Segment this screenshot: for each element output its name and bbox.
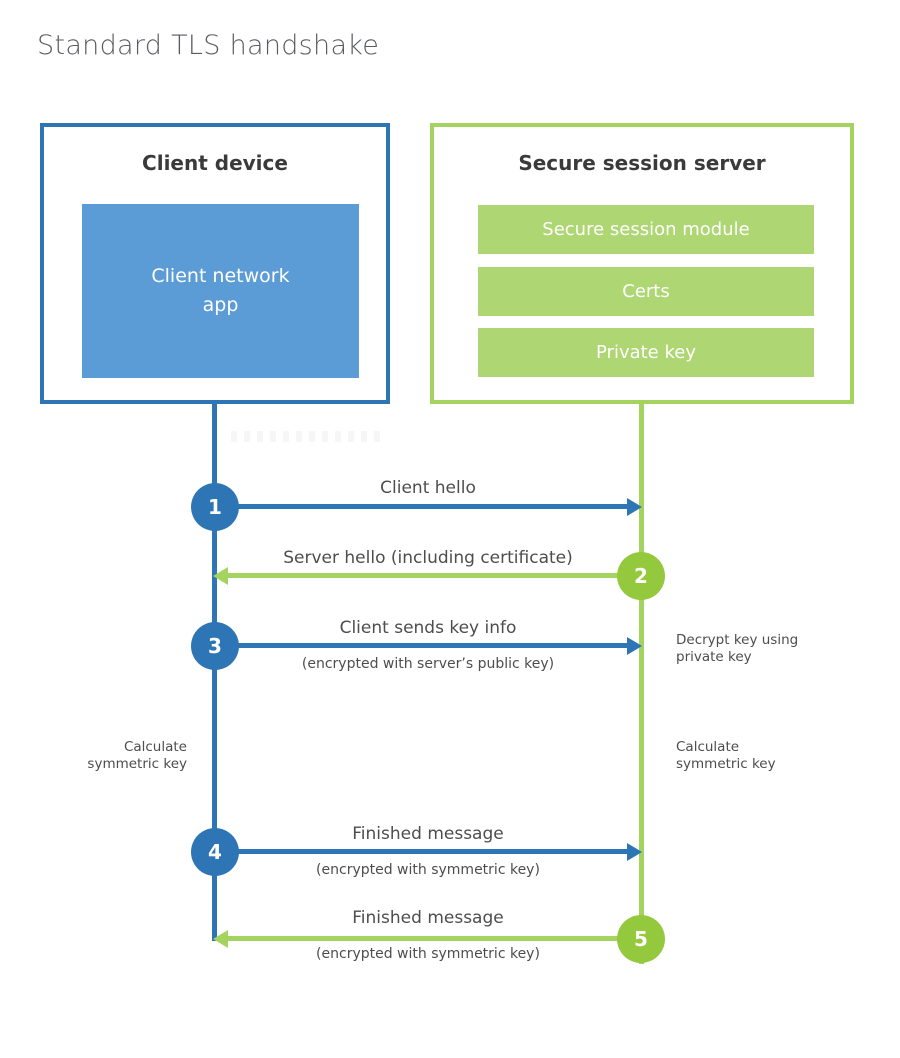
secure-session-server-box: Secure session server Secure session mod… bbox=[430, 123, 854, 404]
step-1-label: Client hello bbox=[380, 478, 476, 498]
server-lifeline bbox=[639, 403, 644, 964]
step-5-number: 5 bbox=[634, 927, 648, 951]
step-4-sublabel: (encrypted with symmetric key) bbox=[316, 862, 540, 878]
step-3-arrowhead-icon bbox=[627, 637, 642, 655]
faint-artifact bbox=[231, 431, 383, 442]
step-1-number: 1 bbox=[208, 495, 222, 519]
server-module-secure-session: Secure session module bbox=[478, 205, 814, 254]
client-device-title: Client device bbox=[142, 151, 288, 175]
note-calculate-symmetric-key-server: Calculate symmetric key bbox=[676, 739, 776, 772]
step-1-arrowhead-icon bbox=[627, 498, 642, 516]
step-4-arrow-shaft bbox=[215, 849, 629, 854]
step-5-arrowhead-icon bbox=[213, 930, 228, 948]
step-5-arrow-shaft bbox=[227, 936, 641, 941]
step-4-label: Finished message bbox=[352, 824, 504, 844]
step-1-marker: 1 bbox=[191, 483, 239, 531]
step-5-label: Finished message bbox=[352, 908, 504, 928]
server-module-certs: Certs bbox=[478, 267, 814, 316]
step-2-arrowhead-icon bbox=[213, 567, 228, 585]
step-2-number: 2 bbox=[634, 564, 648, 588]
step-4-number: 4 bbox=[208, 840, 222, 864]
step-3-arrow-shaft bbox=[215, 643, 629, 648]
page-title: Standard TLS handshake bbox=[37, 30, 380, 61]
step-2-label: Server hello (including certificate) bbox=[283, 548, 573, 568]
step-2-marker: 2 bbox=[617, 552, 665, 600]
step-3-number: 3 bbox=[208, 634, 222, 658]
step-4-arrowhead-icon bbox=[627, 843, 642, 861]
step-3-label: Client sends key info bbox=[339, 618, 517, 638]
client-network-app-label: Client network app bbox=[151, 264, 290, 316]
step-2-arrow-shaft bbox=[227, 573, 641, 578]
secure-session-server-title: Secure session server bbox=[518, 151, 766, 175]
step-5-marker: 5 bbox=[617, 915, 665, 963]
server-module-private-key: Private key bbox=[478, 328, 814, 377]
step-5-sublabel: (encrypted with symmetric key) bbox=[316, 946, 540, 962]
note-decrypt-key: Decrypt key using private key bbox=[676, 632, 799, 665]
note-calculate-symmetric-key-client: Calculate symmetric key bbox=[87, 739, 187, 772]
step-3-sublabel: (encrypted with server’s public key) bbox=[301, 656, 555, 672]
step-3-marker: 3 bbox=[191, 622, 239, 670]
step-4-marker: 4 bbox=[191, 828, 239, 876]
step-1-arrow-shaft bbox=[215, 504, 629, 509]
client-device-box: Client device Client network app bbox=[40, 123, 390, 404]
client-lifeline bbox=[212, 403, 217, 941]
client-network-app-box: Client network app bbox=[82, 204, 359, 378]
